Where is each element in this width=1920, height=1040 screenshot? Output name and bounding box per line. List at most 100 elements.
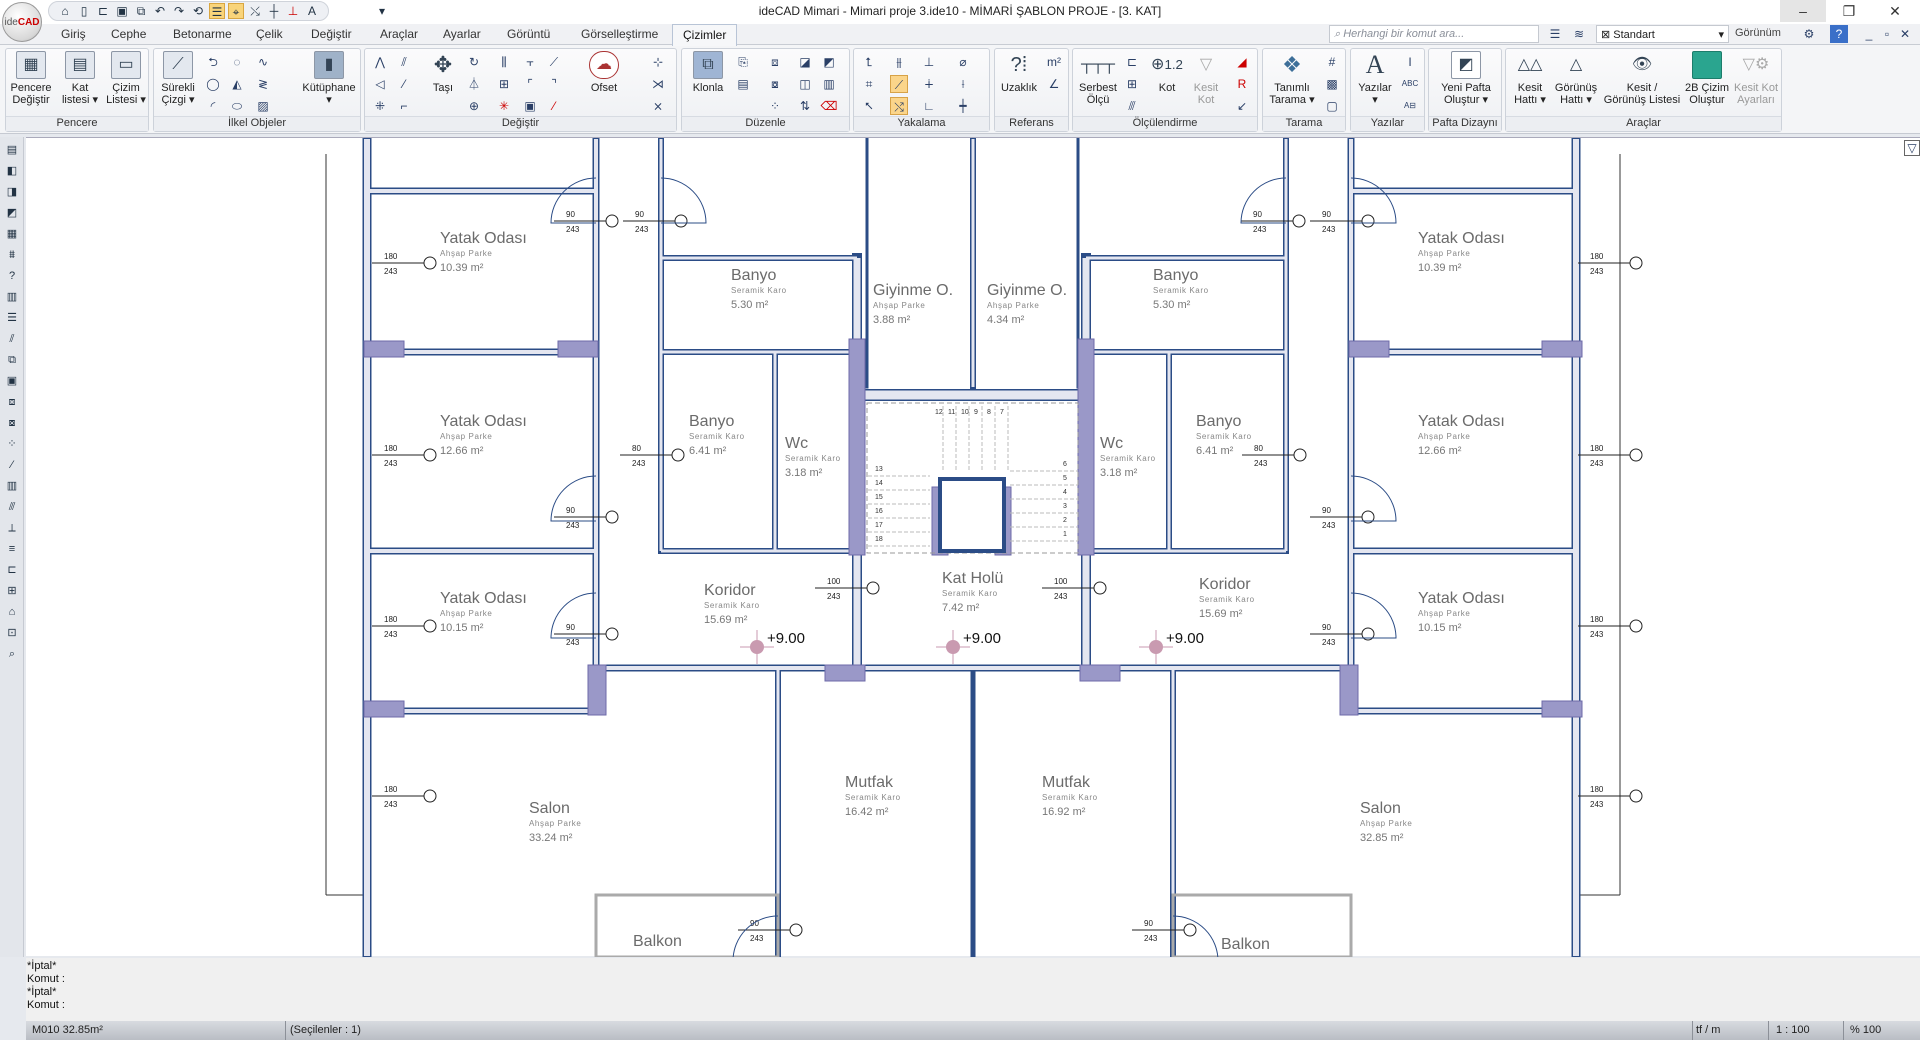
snap-grid-icon[interactable]: ⌗ <box>865 77 873 91</box>
measure-tool-icon[interactable]: ⟂ <box>8 522 16 534</box>
ofset-button[interactable]: ☁Ofset <box>579 51 629 94</box>
snap-endpoint-icon[interactable]: ⮤ <box>865 55 873 69</box>
boundary-hatch-icon[interactable]: ▢ <box>1326 99 1338 113</box>
snap-cursor-icon[interactable]: ⭦ <box>865 99 873 113</box>
unit-display[interactable]: tf / m <box>1696 1024 1721 1036</box>
home-icon[interactable]: ⌂ <box>61 4 69 18</box>
stretch-icon[interactable]: ⋀ <box>375 55 385 69</box>
match-props-icon[interactable]: ⫽ <box>401 55 407 69</box>
new-icon[interactable]: ▯ <box>80 4 88 18</box>
triangle-icon[interactable]: ◭ <box>232 77 242 91</box>
text-cursor-icon[interactable]: I <box>1408 55 1412 69</box>
doc-restore-icon[interactable]: ▫ <box>1884 27 1890 41</box>
tab-gorsellestirme[interactable]: Görselleştirme <box>581 27 659 41</box>
command-search-input[interactable]: ⌕ Herhangi bir komut ara... <box>1329 25 1539 43</box>
mirror-icon[interactable]: ⏃ <box>467 77 480 91</box>
snap-node-icon[interactable]: ┿ <box>959 99 967 113</box>
mirror-tool-icon[interactable]: ⧇ <box>8 417 16 429</box>
save-icon[interactable]: ▣ <box>116 4 128 18</box>
group-tool-icon[interactable]: ⧈ <box>8 396 16 408</box>
join-icon[interactable]: ⊞ <box>498 77 510 91</box>
hatch-tool-icon[interactable]: ⫽ <box>9 333 15 345</box>
uzaklik-button[interactable]: ?⁞Uzaklık <box>999 51 1039 94</box>
kutuphane-button[interactable]: ▮Kütüphane▾ <box>300 51 358 106</box>
split-icon[interactable]: ⊹ <box>652 55 664 69</box>
snap-nearest-icon[interactable]: ⟋ <box>890 75 908 93</box>
layers-icon[interactable]: ☰ <box>209 3 225 19</box>
tab-ayarlar[interactable]: Ayarlar <box>443 27 481 41</box>
extend-line-icon[interactable]: ⟋ <box>549 55 559 69</box>
window-tool-icon[interactable]: ⊞ <box>7 585 17 597</box>
section-tool-icon[interactable]: ▥ <box>6 480 18 492</box>
align-icon[interactable]: ⁜ <box>374 99 386 113</box>
help-icon[interactable]: ? <box>1830 25 1848 43</box>
area-icon[interactable]: m² <box>1047 55 1061 69</box>
slab-tool-icon[interactable]: ▦ <box>6 228 18 240</box>
layer-stack-icon[interactable]: ≋ <box>1573 27 1585 41</box>
snap-perpendicular-icon[interactable]: ⊥ <box>923 55 935 69</box>
intersect-icon[interactable]: ⋊ <box>652 77 664 91</box>
snap-intersection-icon[interactable]: ∔ <box>923 77 935 91</box>
eraser-icon[interactable]: ⌫ <box>820 99 838 113</box>
command-line[interactable]: *İptal* Komut : *İptal* Komut : <box>26 958 1920 1021</box>
tab-betonarme[interactable]: Betonarme <box>173 27 232 41</box>
swap-icon[interactable]: ⇅ <box>799 99 811 113</box>
send-back-icon[interactable]: ◩ <box>823 55 835 69</box>
ungroup-icon[interactable]: ⧇ <box>771 77 779 91</box>
rectangle-arrow-icon[interactable]: ⮌ <box>208 55 218 69</box>
fillet-icon[interactable]: ⌜ <box>527 77 533 91</box>
klonla-button[interactable]: ⧉Klonla <box>686 51 730 94</box>
paste-tool-icon[interactable]: ▣ <box>6 375 18 387</box>
tab-degistir[interactable]: Değiştir <box>311 27 352 41</box>
layer-tool-icon[interactable]: ≡ <box>8 543 16 555</box>
refresh-icon[interactable]: ⟲ <box>192 4 204 18</box>
doc-minimize-icon[interactable]: _ <box>1865 27 1873 41</box>
zoom-display[interactable]: % 100 <box>1850 1024 1882 1036</box>
tab-giris[interactable]: Giriş <box>61 27 86 41</box>
text-icon[interactable]: A <box>307 4 316 18</box>
text-tool-icon[interactable]: ▥ <box>6 291 18 303</box>
array-icon[interactable]: ⫼ <box>501 55 507 69</box>
view-style-select[interactable]: ⊠ Standart▾ <box>1596 25 1729 43</box>
wall-tool-icon[interactable]: ◧ <box>6 165 18 177</box>
cross-icon[interactable]: ⨯ <box>652 99 664 113</box>
layer-order-icon[interactable]: ▥ <box>823 77 835 91</box>
snap-parallel-icon[interactable]: ⫵ <box>896 55 902 69</box>
dim-linear-icon[interactable]: ⊞ <box>1126 77 1138 91</box>
elevation-tool-icon[interactable]: ⫻ <box>8 501 16 513</box>
boundary-icon[interactable]: ▣ <box>524 99 536 113</box>
points-icon[interactable]: ⁘ <box>769 99 781 113</box>
grid-hatch-icon[interactable]: # <box>1328 55 1336 69</box>
settings-icon[interactable]: ⚙ <box>1803 27 1815 41</box>
area-tool-icon[interactable]: ⊡ <box>7 627 17 639</box>
kesit-gorunus-listesi-button[interactable]: 👁Kesit /Görünüş Listesi <box>1602 51 1682 107</box>
canvas-menu-icon[interactable]: ▽ <box>1904 140 1920 156</box>
order-icon[interactable]: ◫ <box>799 77 811 91</box>
customize-toolbar-icon[interactable]: ▾ <box>378 4 386 18</box>
restore-button[interactable]: ❐ <box>1842 3 1856 19</box>
beam-tool-icon[interactable]: ◩ <box>6 207 18 219</box>
snap-center-icon[interactable]: ⟊ <box>961 77 965 91</box>
undo-icon[interactable]: ↶ <box>154 4 166 18</box>
circle-icon[interactable]: ◯ <box>206 77 220 91</box>
text-style-icon[interactable]: ABC <box>1401 79 1419 88</box>
properties-tool-icon[interactable]: ▤ <box>6 144 18 156</box>
close-button[interactable]: ✕ <box>1889 3 1901 19</box>
rotate-icon[interactable]: ↻ <box>468 55 480 69</box>
tab-goruntu[interactable]: Görüntü <box>507 27 551 41</box>
image-icon[interactable]: ▨ <box>257 99 269 113</box>
list-tool-icon[interactable]: ☰ <box>7 312 17 324</box>
copy-icon[interactable]: ⎘ <box>738 55 748 69</box>
search-tool-icon[interactable]: ⌕ <box>8 648 16 660</box>
dim-angle-icon[interactable]: ◢ <box>1237 55 1247 69</box>
doc-close-icon[interactable]: ✕ <box>1899 27 1911 41</box>
